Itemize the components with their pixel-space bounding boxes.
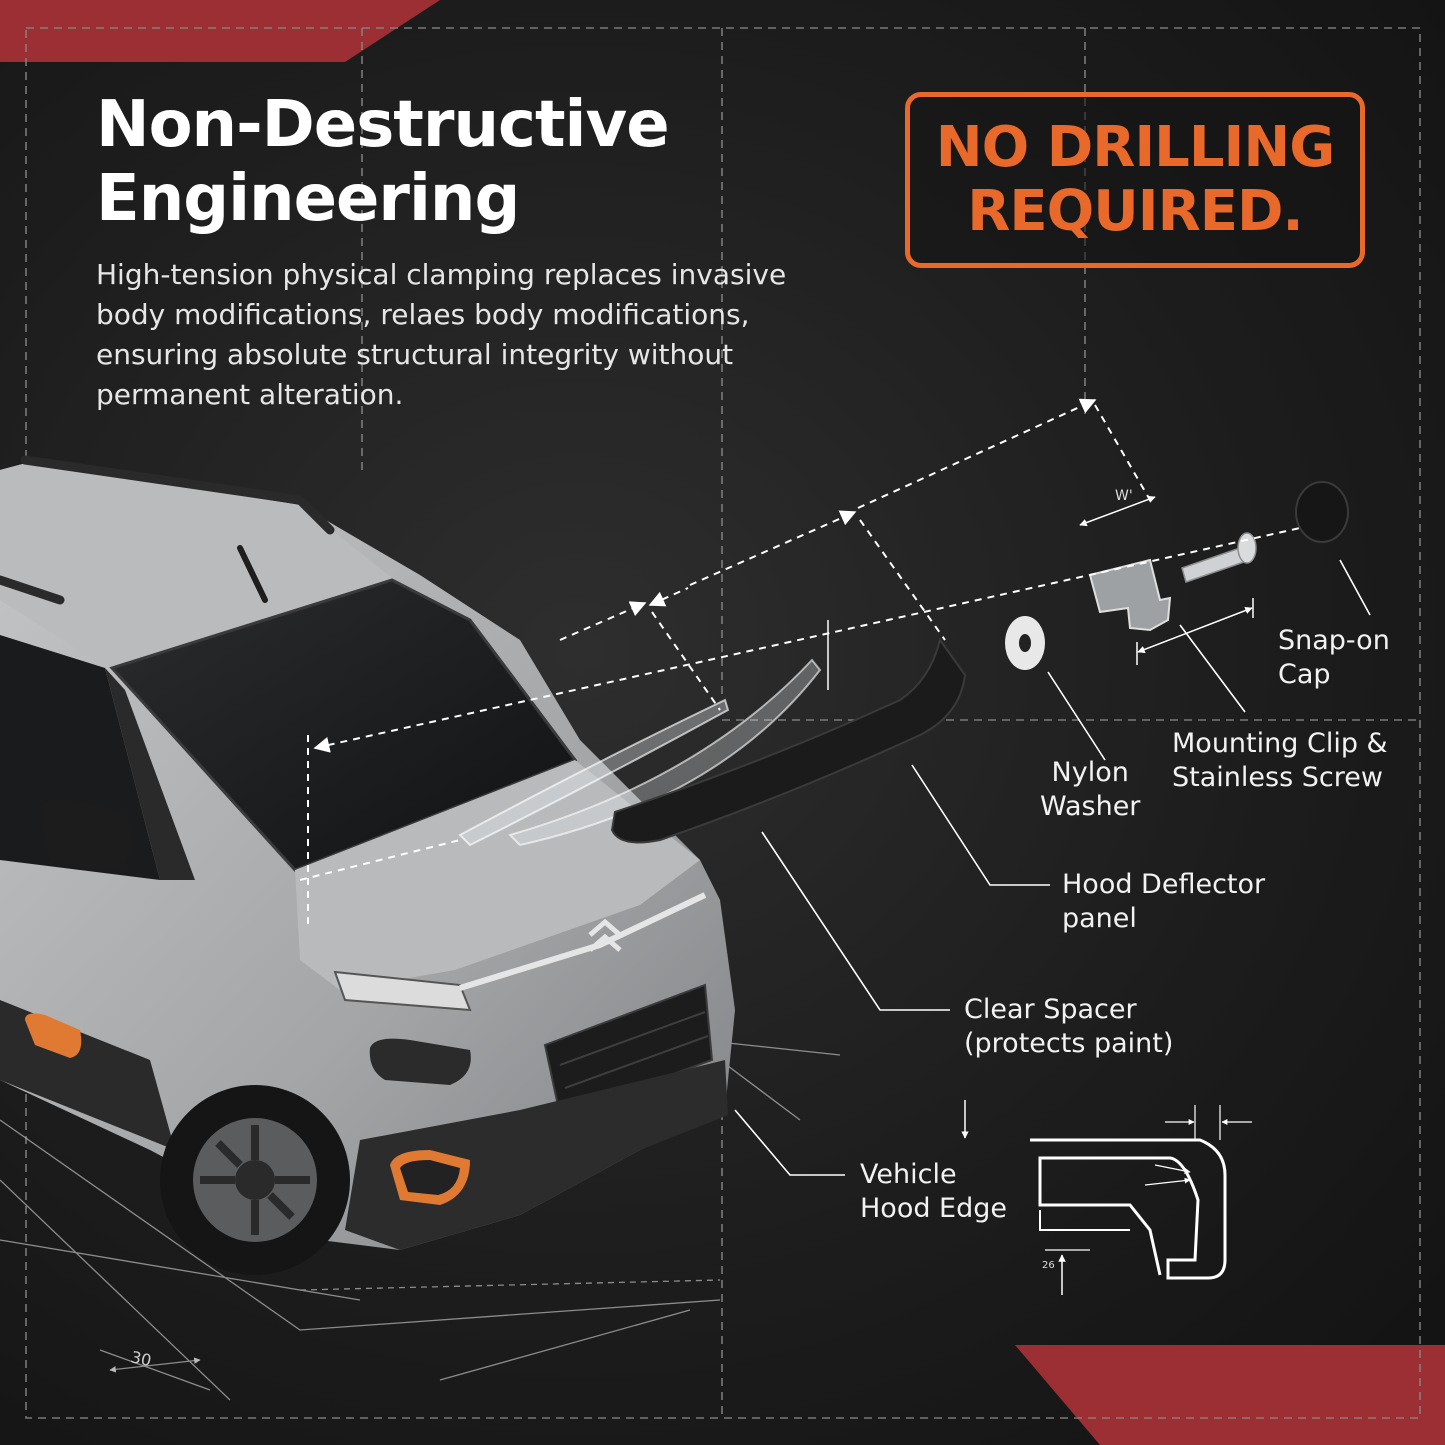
label-mounting-clip-line-1: Mounting Clip & — [1172, 728, 1388, 759]
title-line-1: Non-Destructive — [96, 88, 670, 162]
label-nylon-washer: Nylon Washer — [1040, 756, 1140, 824]
label-hood-deflector: Hood Deflector panel — [1062, 868, 1265, 936]
ground-dimension-lines — [0, 1039, 841, 1401]
callout-leaders — [734, 559, 1371, 1176]
ground-dim-label: 30 — [129, 1347, 153, 1370]
hood-edge-cross-section — [961, 1100, 1252, 1295]
label-snap-on-cap-line-1: Snap-on — [1278, 625, 1390, 656]
bottom-right-accent — [1015, 1345, 1445, 1445]
dimension-marks — [827, 495, 1254, 690]
snap-on-cap-icon — [1295, 481, 1349, 543]
w-dimension-label: W' — [1115, 488, 1133, 504]
page-title: Non-Destructive Engineering — [96, 88, 670, 236]
badge-line-2: REQUIRED. — [967, 179, 1303, 244]
label-clear-spacer-line-2: (protects paint) — [964, 1028, 1174, 1059]
label-mounting-clip: Mounting Clip & Stainless Screw — [1172, 727, 1388, 795]
title-line-2: Engineering — [96, 162, 520, 236]
nylon-washer-icon — [1005, 616, 1045, 670]
label-hood-deflector-line-2: panel — [1062, 903, 1137, 934]
label-vehicle-hood-edge: Vehicle Hood Edge — [860, 1158, 1007, 1226]
label-vehicle-hood-edge-line-1: Vehicle — [860, 1159, 957, 1190]
label-hood-deflector-line-1: Hood Deflector — [1062, 869, 1266, 900]
label-nylon-washer-line-2: Washer — [1040, 791, 1141, 822]
description-text: High-tension physical clamping replaces … — [96, 258, 787, 411]
vehicle-illustration — [0, 455, 735, 1275]
no-drilling-badge: NO DRILLING REQUIRED. — [905, 92, 1365, 268]
assembly-axes — [299, 398, 1301, 930]
label-vehicle-hood-edge-line-2: Hood Edge — [860, 1193, 1008, 1224]
label-mounting-clip-line-2: Stainless Screw — [1172, 762, 1383, 793]
mounting-clip-icon — [1088, 558, 1172, 632]
label-nylon-washer-line-1: Nylon — [1051, 757, 1129, 788]
hood-deflector-icon — [610, 637, 967, 844]
label-snap-on-cap-line-2: Cap — [1278, 659, 1331, 690]
label-clear-spacer: Clear Spacer (protects paint) — [964, 993, 1173, 1061]
label-snap-on-cap: Snap-on Cap — [1278, 624, 1390, 692]
label-clear-spacer-line-1: Clear Spacer — [964, 994, 1137, 1025]
badge-line-1: NO DRILLING — [935, 115, 1335, 180]
top-left-accent — [0, 0, 440, 62]
thickness-label: 26 — [1042, 1260, 1055, 1271]
